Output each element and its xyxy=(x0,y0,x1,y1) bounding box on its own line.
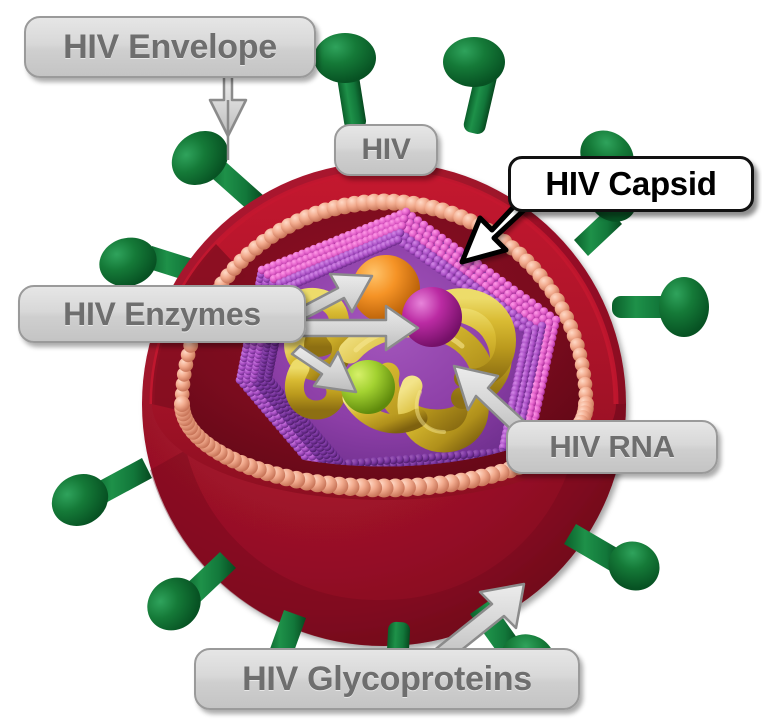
capsid-dot xyxy=(350,458,359,467)
capsid-dot xyxy=(417,227,426,236)
label-hiv-enzymes[interactable]: HIV Enzymes xyxy=(18,285,306,343)
matrix-bead xyxy=(174,396,190,412)
capsid-dot xyxy=(401,207,411,217)
capsid-dot xyxy=(433,452,443,461)
capsid-dot xyxy=(421,453,430,462)
capsid-dot xyxy=(521,302,530,311)
capsid-dot xyxy=(382,456,391,465)
capsid-dot xyxy=(527,306,536,315)
capsid-dot xyxy=(395,228,405,238)
capsid-dot xyxy=(363,457,372,467)
label-hiv-envelope[interactable]: HIV Envelope xyxy=(24,16,316,78)
glycoprotein-spike xyxy=(314,33,376,131)
enzyme-orange-sphere xyxy=(352,255,420,323)
capsid-dot xyxy=(414,454,423,463)
capsid-dot xyxy=(478,449,487,458)
arrow-to-capsid xyxy=(459,197,527,265)
capsid-dot xyxy=(545,311,555,320)
label-hiv-capsid-text: HIV Capsid xyxy=(545,165,717,202)
label-hiv-envelope-text: HIV Envelope xyxy=(63,27,277,66)
capsid-dot xyxy=(357,458,366,467)
glycoprotein-spike xyxy=(51,458,152,526)
label-hiv-text: HIV xyxy=(361,133,411,166)
capsid-dot xyxy=(515,298,525,307)
label-hiv-rna-text: HIV RNA xyxy=(549,429,675,464)
capsid-dot xyxy=(399,214,409,224)
capsid-dot xyxy=(408,454,417,463)
capsid-dot xyxy=(407,212,417,221)
capsid-dot xyxy=(376,456,385,466)
glycoprotein-spike xyxy=(612,277,709,337)
capsid-dot xyxy=(393,235,403,245)
label-hiv-glycoproteins-text: HIV Glycoproteins xyxy=(242,659,532,698)
capsid-dot xyxy=(389,456,398,465)
capsid-dot xyxy=(419,220,429,230)
capsid-dot xyxy=(459,450,468,460)
enzyme-magenta-sphere xyxy=(402,287,462,347)
capsid-dot xyxy=(539,314,548,323)
capsid-dot xyxy=(521,294,531,303)
capsid-dot xyxy=(401,455,411,464)
glycoprotein-spike xyxy=(171,130,264,212)
label-hiv-glycoproteins[interactable]: HIV Glycoproteins xyxy=(194,648,580,710)
glycoprotein-spike xyxy=(443,37,505,134)
capsid-dot xyxy=(423,231,432,240)
arrow-to-enzyme-orange xyxy=(298,272,374,320)
capsid-dot xyxy=(413,216,423,225)
capsid-dot xyxy=(472,449,481,459)
capsid-dot xyxy=(369,457,379,466)
label-hiv-rna[interactable]: HIV RNA xyxy=(506,420,718,474)
capsid-dot xyxy=(453,451,462,460)
label-hiv-capsid[interactable]: HIV Capsid xyxy=(508,156,754,212)
arrow-to-enzyme-green xyxy=(290,344,358,394)
capsid-dot xyxy=(533,310,542,319)
enzyme-green-sphere xyxy=(341,360,395,414)
capsid-dot xyxy=(539,307,549,316)
capsid-dot xyxy=(397,221,407,231)
label-hiv-enzymes-text: HIV Enzymes xyxy=(63,295,261,332)
capsid-dot xyxy=(427,453,436,462)
glycoprotein-spike xyxy=(564,524,660,591)
capsid-dot xyxy=(405,219,414,228)
capsid-dot xyxy=(465,450,475,459)
label-hiv[interactable]: HIV xyxy=(334,124,438,176)
capsid-dot xyxy=(446,451,455,460)
capsid-dot xyxy=(425,225,435,234)
arrow-to-enzyme-magenta xyxy=(298,304,420,352)
glycoprotein-spike xyxy=(147,552,236,631)
capsid-dot xyxy=(440,452,449,461)
arrow-to-envelope xyxy=(208,74,248,160)
capsid-dot xyxy=(527,298,537,307)
capsid-dot xyxy=(395,455,404,464)
capsid-dot xyxy=(533,302,543,312)
capsid-dot xyxy=(411,223,420,232)
